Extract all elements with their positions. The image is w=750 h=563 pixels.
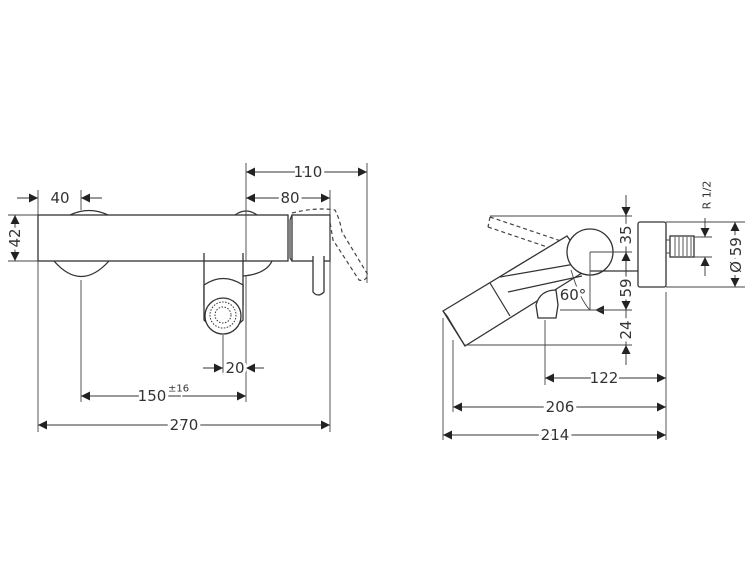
spout-outlet bbox=[442, 310, 466, 347]
dim-label-24: 24 bbox=[617, 320, 635, 339]
lever bbox=[312, 256, 325, 296]
dim-label-110: 110 bbox=[294, 163, 323, 181]
dim-label-150: 150 bbox=[138, 387, 167, 405]
front-view: 110 80 40 42 20 150 ±16 270 bbox=[3, 160, 369, 437]
diverter-knob bbox=[535, 289, 559, 319]
dim-label-tolerance: ±16 bbox=[168, 384, 189, 395]
handle-housing bbox=[291, 214, 331, 262]
wall-flange bbox=[637, 221, 667, 288]
dim-label-122: 122 bbox=[590, 369, 619, 387]
right-flange-bottom bbox=[242, 260, 273, 277]
mixer-body bbox=[37, 214, 289, 262]
dim-label-thread: R 1/2 bbox=[701, 181, 714, 210]
thread-lines bbox=[666, 237, 692, 256]
side-view: 60° 35 59 24 R 1/2 Ø 59 122 206 214 bbox=[442, 178, 748, 447]
dim-label-20: 20 bbox=[225, 359, 244, 377]
dim-label-diameter: Ø 59 bbox=[727, 237, 745, 273]
dim-label-214: 214 bbox=[541, 426, 570, 444]
left-flange-bottom bbox=[53, 260, 110, 277]
dim-label-206: 206 bbox=[546, 398, 575, 416]
dim-label-270: 270 bbox=[170, 416, 199, 434]
dim-label-42: 42 bbox=[6, 228, 24, 247]
threaded-connector bbox=[669, 235, 695, 258]
dim-label-59: 59 bbox=[617, 278, 635, 297]
dim-label-60deg: 60° bbox=[560, 286, 587, 304]
spout-detail-lines bbox=[489, 263, 583, 317]
aerator-inner bbox=[214, 306, 232, 324]
aerator-icon bbox=[209, 301, 237, 329]
dim-label-35: 35 bbox=[617, 225, 635, 244]
left-flange-top bbox=[69, 209, 109, 216]
dim-label-40: 40 bbox=[50, 189, 69, 207]
dim-label-80: 80 bbox=[280, 189, 299, 207]
angle-arc bbox=[570, 252, 591, 311]
housing-edge bbox=[289, 214, 293, 262]
